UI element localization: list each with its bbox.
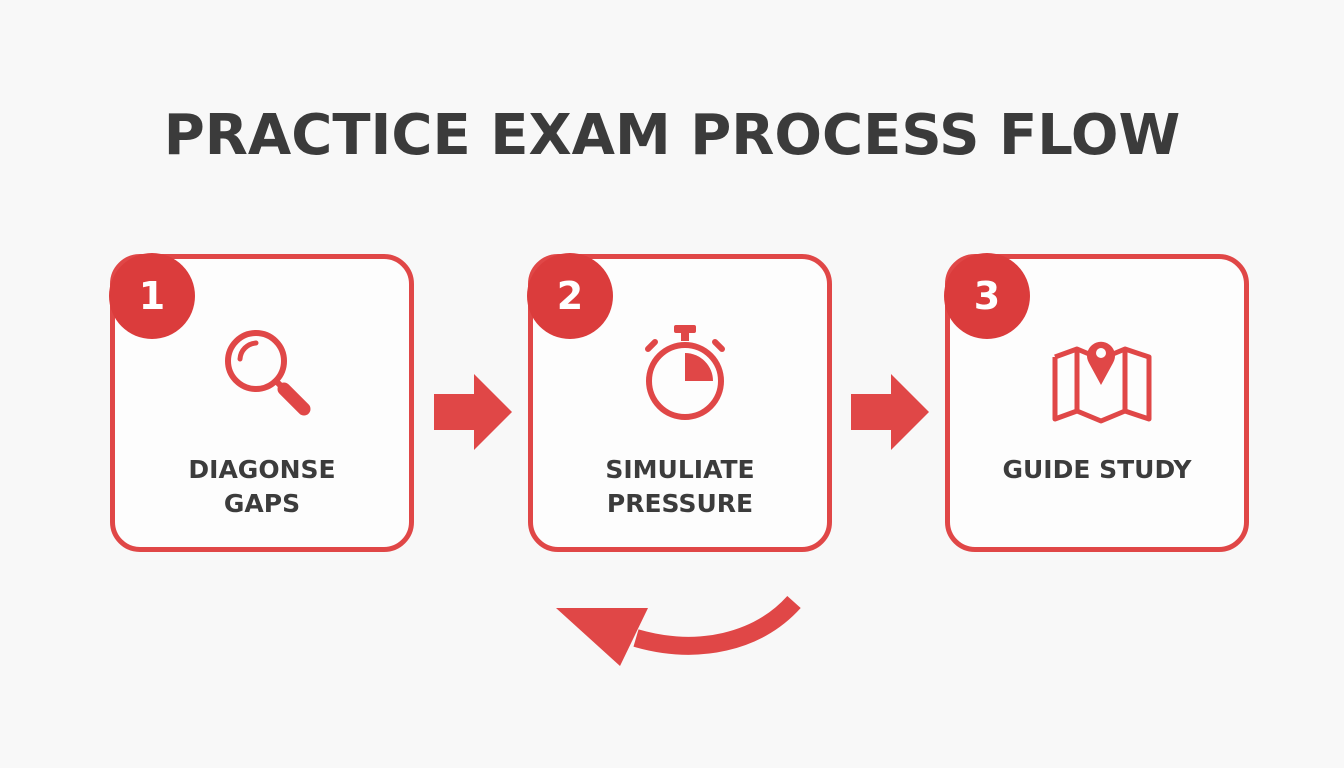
step-label: DIAGONSE GAPS [135, 453, 389, 521]
step-label: GUIDE STUDY [970, 453, 1224, 487]
step-label: SIMULIATE PRESSURE [553, 453, 807, 521]
step-label-line: GAPS [223, 489, 301, 518]
step-label-line: DIAGONSE [188, 455, 336, 484]
step-card-3: 3 GUIDE STUDY [944, 253, 1249, 552]
step-label-line: SIMULIATE [605, 455, 755, 484]
stopwatch-icon [645, 325, 725, 420]
step-card-1: 1 DIAGONSE GAPS [109, 253, 414, 552]
step-number-badge: 2 [527, 253, 613, 339]
step-label-line: GUIDE STUDY [1002, 455, 1192, 484]
step-card-2: 2 SIMULIATE PRESSURE [527, 253, 832, 552]
magnifying-glass-icon [225, 330, 311, 416]
curved-return-arrow-icon [556, 595, 801, 666]
right-arrow-icon [434, 374, 512, 450]
map-pin-icon [1052, 341, 1152, 424]
step-number-badge: 3 [944, 253, 1030, 339]
step-number-badge: 1 [109, 253, 195, 339]
right-arrow-icon [851, 374, 929, 450]
diagram-title: PRACTICE EXAM PROCESS FLOW [163, 103, 1181, 168]
step-label-line: PRESSURE [606, 489, 754, 518]
